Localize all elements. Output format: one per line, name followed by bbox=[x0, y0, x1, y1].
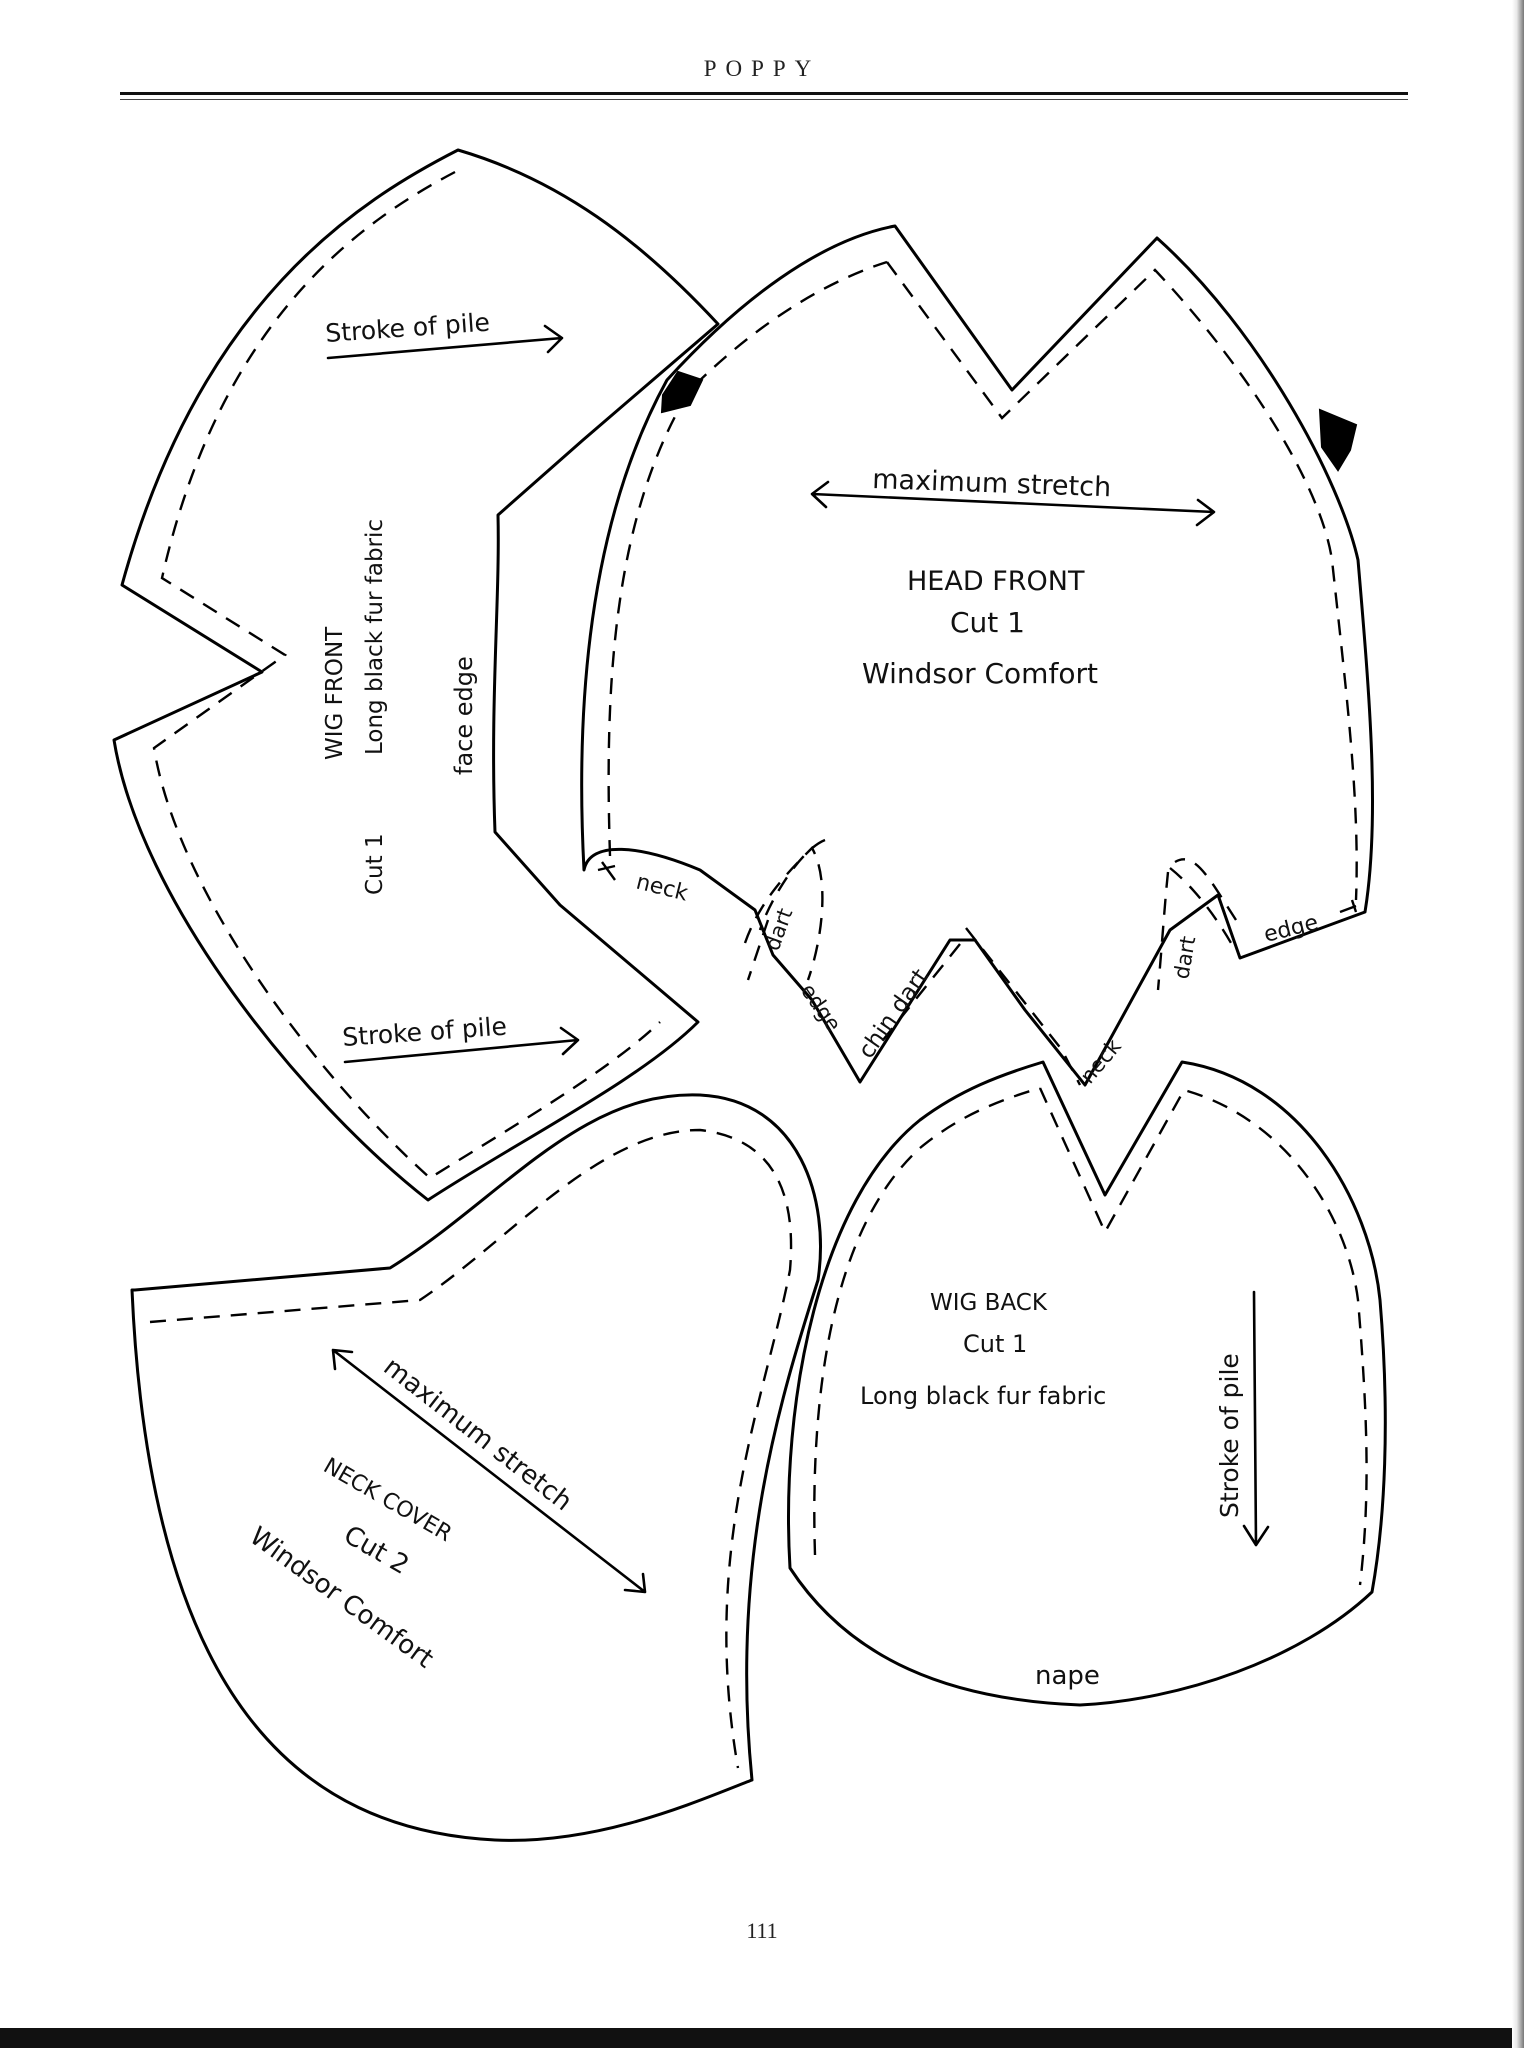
wig-back-fabric: Long black fur fabric bbox=[860, 1382, 1106, 1410]
wig-back-nape: nape bbox=[1035, 1661, 1100, 1691]
wig-front-seam-line bbox=[152, 170, 661, 1180]
head-front-notch-right bbox=[1318, 408, 1358, 472]
wig-front-pile-bottom: Stroke of pile bbox=[341, 1012, 507, 1052]
neck-cover-stretch-label: maximum stretch bbox=[378, 1352, 578, 1517]
header-rule-thin bbox=[120, 99, 1408, 100]
wig-front-title: WIG FRONT bbox=[322, 626, 348, 760]
scan-border-bottom bbox=[0, 2028, 1524, 2048]
head-front-title: HEAD FRONT bbox=[907, 566, 1085, 597]
neck-mark-right bbox=[1339, 899, 1358, 914]
neck-cover-seam-line bbox=[149, 1128, 793, 1769]
wig-back-seam-line bbox=[813, 1086, 1368, 1586]
wig-back-cutting-line bbox=[787, 1060, 1387, 1707]
neck-cover-cut: Cut 2 bbox=[339, 1520, 414, 1581]
wig-back-title: WIG BACK bbox=[930, 1290, 1048, 1316]
head-front-seam-line bbox=[607, 260, 1358, 1086]
head-front-cut: Cut 1 bbox=[950, 606, 1025, 639]
scan-border-right bbox=[1512, 0, 1524, 2048]
wig-back-pile-label: Stroke of pile bbox=[1215, 1353, 1244, 1518]
wig-back-piece: Stroke of pile WIG BACK Cut 1 Long black… bbox=[787, 1060, 1387, 1707]
head-front-neck-right: neck bbox=[1075, 1034, 1126, 1088]
neck-cover-cutting-line bbox=[130, 1093, 822, 1842]
running-head: POPPY bbox=[703, 56, 821, 81]
pile-arrow-top bbox=[326, 324, 564, 360]
wig-front-piece: Stroke of pile Stroke of pile WIG FRONT … bbox=[112, 148, 720, 1202]
header-rule bbox=[120, 92, 1408, 95]
head-front-notch-left bbox=[660, 370, 704, 414]
neck-cover-title: NECK COVER bbox=[319, 1454, 456, 1547]
wig-front-face-edge: face edge bbox=[450, 656, 478, 775]
wig-back-pile-arrow bbox=[1242, 1290, 1270, 1547]
wig-back-cut: Cut 1 bbox=[963, 1330, 1027, 1358]
head-front-stretch-arrow bbox=[810, 480, 1216, 527]
head-front-cutting-line bbox=[580, 224, 1375, 1087]
wig-front-cutting-line bbox=[112, 148, 720, 1202]
head-front-dart-right-label: dart bbox=[1169, 934, 1200, 981]
head-front-dart-left-label: dart bbox=[760, 905, 797, 954]
head-front-piece: maximum stretch HEAD FRONT Cut 1 Windsor… bbox=[580, 224, 1375, 1088]
wig-front-fabric: Long black fur fabric bbox=[362, 519, 388, 755]
head-front-fabric: Windsor Comfort bbox=[862, 657, 1098, 690]
head-front-dart-left bbox=[743, 846, 824, 981]
head-front-chin-dart: chin dart bbox=[854, 964, 934, 1063]
head-front-edge-right: edge bbox=[1261, 910, 1320, 948]
head-front-neck-left: neck bbox=[634, 870, 691, 907]
head-front-edge-left: edge bbox=[796, 979, 846, 1036]
neck-cover-piece: maximum stretch NECK COVER Cut 2 Windsor… bbox=[130, 1093, 822, 1842]
head-front-dart-right bbox=[1156, 867, 1237, 991]
neck-cover-stretch-arrow bbox=[331, 1348, 647, 1594]
pile-arrow-bottom bbox=[343, 1026, 580, 1064]
neck-mark-left bbox=[597, 861, 616, 881]
wig-front-pile-top: Stroke of pile bbox=[324, 308, 490, 348]
wig-front-cut: Cut 1 bbox=[362, 833, 388, 895]
page-number: 111 bbox=[746, 1918, 778, 1943]
